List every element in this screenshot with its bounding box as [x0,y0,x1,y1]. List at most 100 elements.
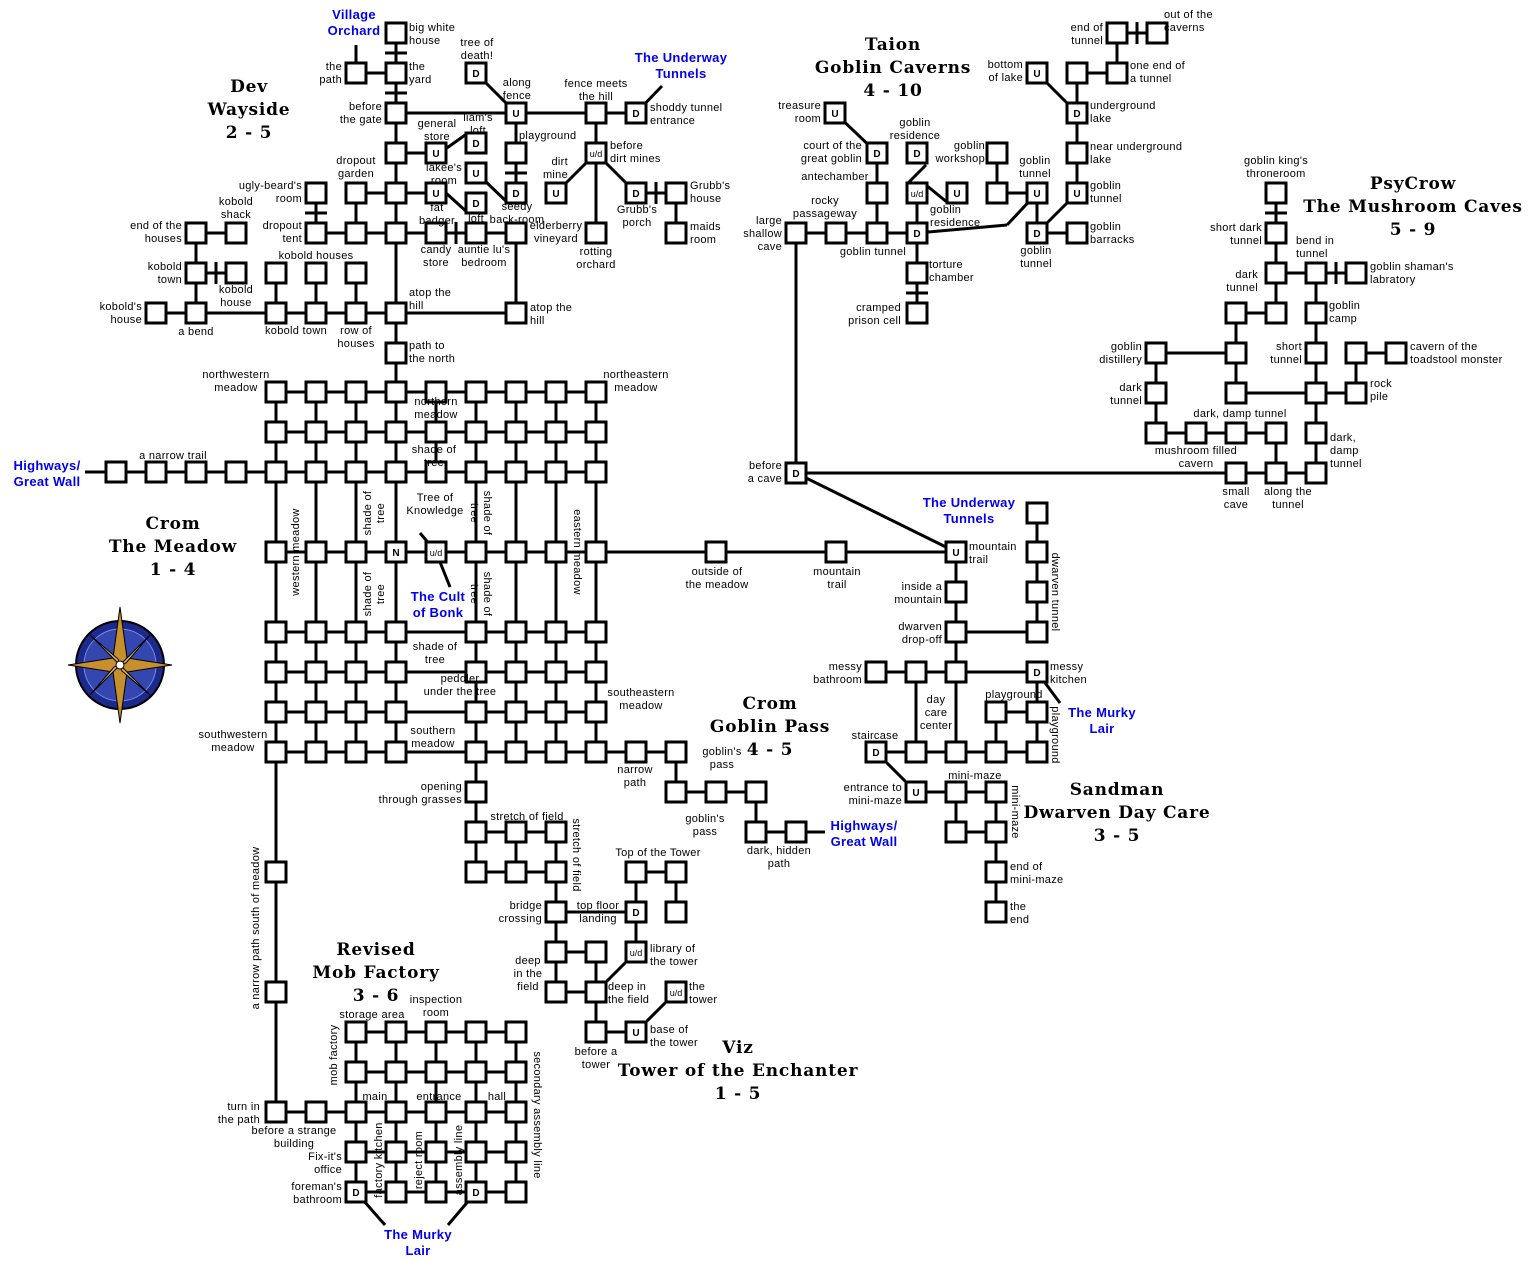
room[interactable] [384,21,408,45]
room[interactable] [344,301,368,325]
room[interactable]: u/d [905,181,929,205]
room[interactable]: U [904,780,928,804]
room[interactable] [584,660,608,684]
room[interactable] [304,700,328,724]
room[interactable] [504,221,528,245]
room[interactable] [1304,421,1328,445]
area-link-highways2[interactable]: Highways/Great Wall [831,818,898,849]
room[interactable] [304,261,328,285]
room[interactable] [384,700,408,724]
room[interactable]: U [945,181,969,205]
room[interactable] [264,420,288,444]
room[interactable] [304,460,328,484]
room[interactable] [384,620,408,644]
room[interactable]: D [1025,221,1049,245]
room[interactable] [984,860,1008,884]
room[interactable] [1224,461,1248,485]
room[interactable] [544,700,568,724]
area-link-cult-line[interactable]: of Bonk [413,605,464,620]
room[interactable] [1224,421,1248,445]
room[interactable] [464,380,488,404]
room[interactable] [504,420,528,444]
room[interactable] [344,61,368,85]
room[interactable] [304,740,328,764]
room[interactable] [304,540,328,564]
room[interactable] [584,460,608,484]
room[interactable] [744,780,768,804]
room[interactable] [1224,341,1248,365]
room[interactable] [824,221,848,245]
room[interactable]: u/d [624,940,648,964]
room[interactable] [384,660,408,684]
room[interactable] [424,1020,448,1044]
room[interactable] [944,820,968,844]
room[interactable]: N [384,540,408,564]
room[interactable] [944,620,968,644]
room[interactable] [1065,61,1089,85]
room[interactable] [1105,61,1129,85]
room[interactable]: D [784,461,808,485]
room[interactable] [464,540,488,564]
room[interactable]: D [865,141,889,165]
room[interactable] [1264,301,1288,325]
room[interactable] [424,1180,448,1204]
room[interactable] [344,1140,368,1164]
room[interactable] [184,221,208,245]
room[interactable] [944,660,968,684]
room[interactable] [264,540,288,564]
room[interactable] [464,1100,488,1124]
room[interactable] [504,1100,528,1124]
room[interactable] [984,780,1008,804]
room[interactable] [464,660,488,684]
room[interactable] [464,820,488,844]
room[interactable] [944,740,968,764]
room[interactable] [584,620,608,644]
room[interactable] [504,380,528,404]
room[interactable] [544,940,568,964]
room[interactable]: D [504,181,528,205]
room[interactable] [424,1060,448,1084]
room[interactable] [464,1140,488,1164]
room[interactable] [144,460,168,484]
room[interactable] [664,221,688,245]
area-link-murky1-line[interactable]: The Murky [1068,705,1136,720]
room[interactable] [985,181,1009,205]
room[interactable] [264,980,288,1004]
area-link-highways1-line[interactable]: Great Wall [14,474,81,489]
room[interactable] [1065,221,1089,245]
room[interactable] [464,780,488,804]
room[interactable] [224,460,248,484]
room[interactable] [344,1020,368,1044]
room[interactable] [504,460,528,484]
room[interactable] [664,860,688,884]
room[interactable] [464,860,488,884]
room[interactable] [584,740,608,764]
room[interactable] [384,1060,408,1084]
room[interactable]: D [624,900,648,924]
room[interactable] [424,1140,448,1164]
room[interactable]: D [464,131,488,155]
room[interactable] [784,820,808,844]
room[interactable] [384,1140,408,1164]
room[interactable] [1144,421,1168,445]
room[interactable] [424,380,448,404]
room[interactable] [264,380,288,404]
room[interactable] [1304,301,1328,325]
area-link-village-orchard-line[interactable]: Village [332,7,376,22]
area-link-highways1-line[interactable]: Highways/ [14,458,81,473]
room[interactable] [1025,700,1049,724]
room[interactable] [304,181,328,205]
room[interactable] [464,740,488,764]
room[interactable] [184,261,208,285]
room[interactable] [1065,141,1089,165]
room[interactable] [344,221,368,245]
room[interactable] [1145,21,1169,45]
room[interactable] [744,820,768,844]
room[interactable] [384,221,408,245]
room[interactable] [664,900,688,924]
room[interactable] [624,740,648,764]
room[interactable] [464,620,488,644]
room[interactable] [544,380,568,404]
